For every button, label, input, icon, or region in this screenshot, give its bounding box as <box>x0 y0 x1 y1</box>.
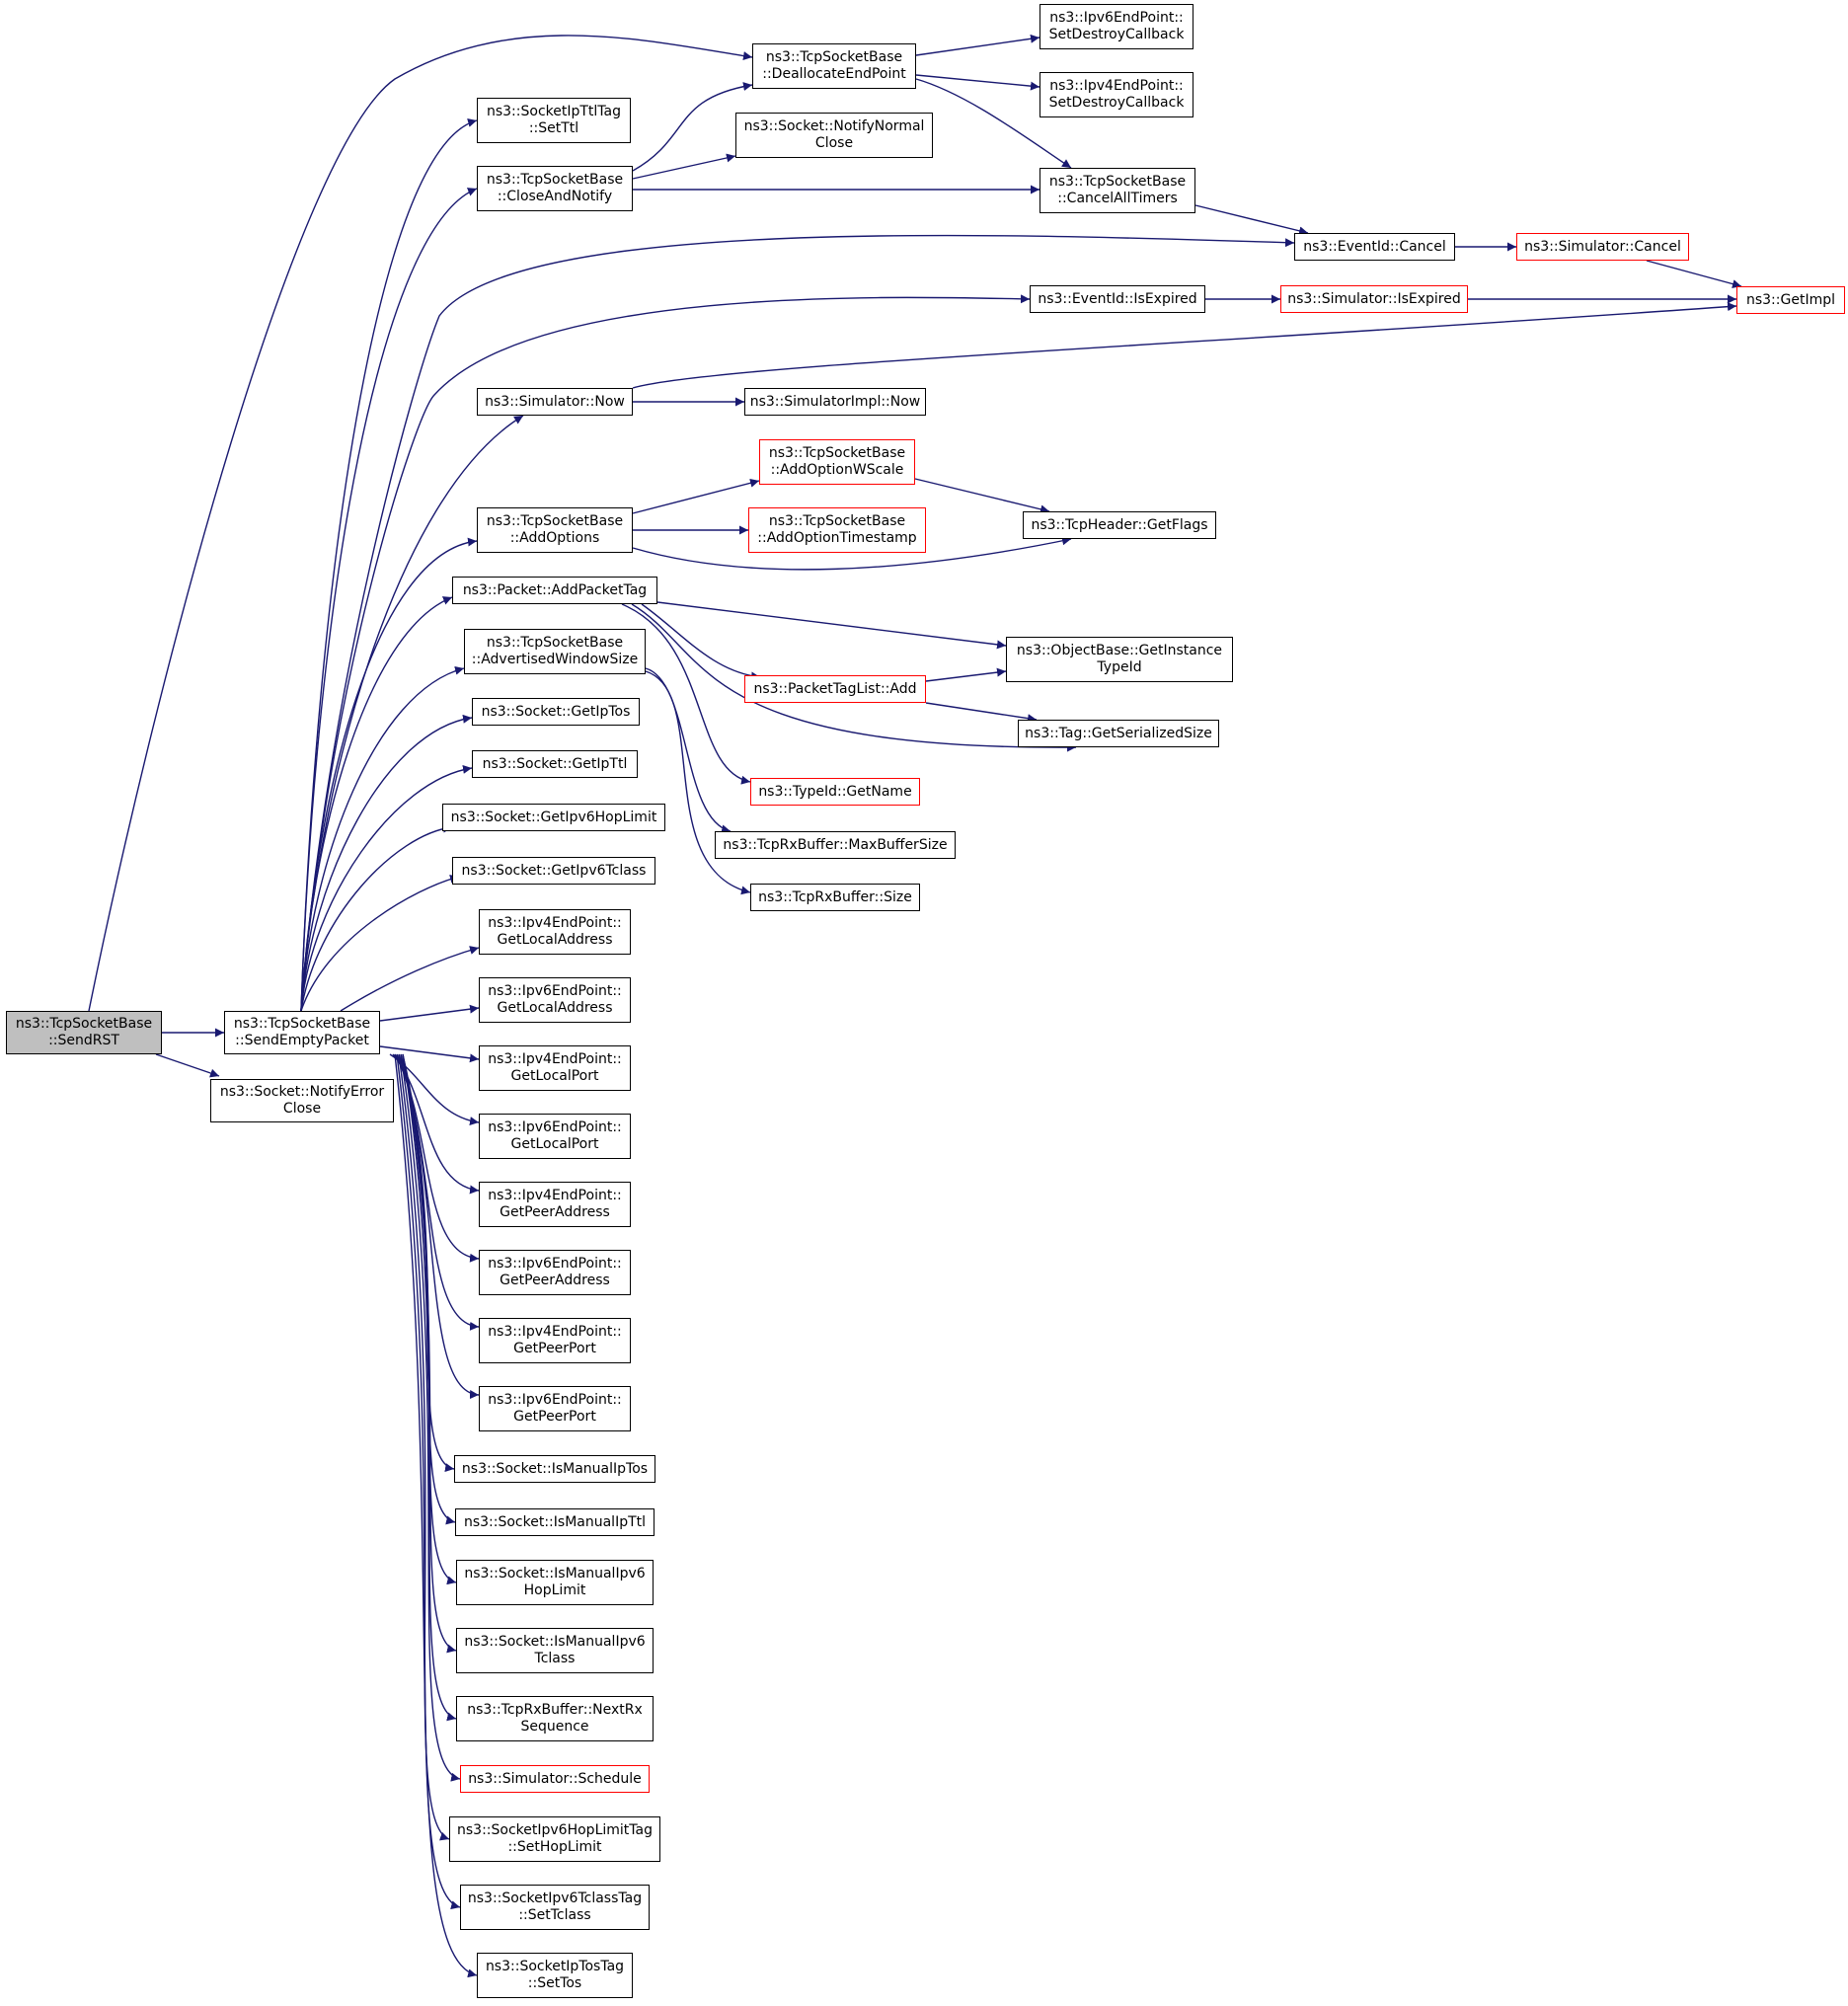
edge-addoptions-getflags <box>632 536 1072 571</box>
node-getipttl[interactable]: ns3::Socket::GetIpTtl <box>472 750 638 778</box>
node-tcpheader-getflags[interactable]: ns3::TcpHeader::GetFlags <box>1023 511 1216 539</box>
node-getimpl[interactable]: ns3::GetImpl <box>1736 286 1845 314</box>
edge-sendemptypacket-settos <box>394 1053 478 1978</box>
node-addoptions[interactable]: ns3::TcpSocketBase::AddOptions <box>477 507 633 553</box>
edge-sendemptypacket-getipv6tclass <box>300 874 460 1012</box>
edge-addoptions-addoptionwscale <box>632 478 760 514</box>
edge-sendemptypacket-ipv6getlocaladdress <box>379 1004 480 1022</box>
edge-addpackettag-typeidgetname <box>621 603 751 785</box>
edge-addpackettag-getserializedsize <box>631 603 1077 752</box>
node-getiptos[interactable]: ns3::Socket::GetIpTos <box>472 698 640 726</box>
edge-sendemptypacket-settclass <box>396 1053 461 1910</box>
edge-deallocateendpoint-ipv4setdestroy <box>915 74 1040 91</box>
edge-sendrst-notifyerrorclose <box>155 1053 220 1078</box>
node-ipv6-getpeeraddress[interactable]: ns3::Ipv6EndPoint::GetPeerAddress <box>479 1250 631 1295</box>
edge-advertisedwindowsize-maxbuffersize <box>645 667 732 834</box>
node-simulator-schedule[interactable]: ns3::Simulator::Schedule <box>460 1765 650 1793</box>
node-simulator-cancel[interactable]: ns3::Simulator::Cancel <box>1516 233 1689 261</box>
node-tag-getserializedsize[interactable]: ns3::Tag::GetSerializedSize <box>1018 720 1219 747</box>
edge-packettaglistadd-getserializedsize <box>925 702 1038 724</box>
edge-advertisedwindowsize-rxbuffersize <box>645 670 751 895</box>
node-ipv6-getpeerport[interactable]: ns3::Ipv6EndPoint::GetPeerPort <box>479 1386 631 1431</box>
edge-sendemptypacket-eventidisexpired <box>300 294 1031 1012</box>
edge-sendemptypacket-simulatorschedule <box>400 1053 461 1782</box>
edge-deallocateendpoint-ipv6setdestroy <box>915 34 1040 56</box>
edge-sendemptypacket-getiptos <box>300 714 473 1012</box>
node-simulatorimpl-now[interactable]: ns3::SimulatorImpl::Now <box>744 388 926 416</box>
node-ipv4-getlocaladdress[interactable]: ns3::Ipv4EndPoint::GetLocalAddress <box>479 909 631 955</box>
edge-sendemptypacket-eventidcancel <box>300 234 1295 1012</box>
node-getipv6hoplimit[interactable]: ns3::Socket::GetIpv6HopLimit <box>442 804 665 831</box>
edge-sendemptypacket-ipv4getlocaladdress <box>340 946 480 1012</box>
edge-simulatornow-getimpl <box>632 302 1737 389</box>
edge-closeandnotify-notifynormalclose <box>632 153 736 180</box>
node-addoptiontimestamp[interactable]: ns3::TcpSocketBase::AddOptionTimestamp <box>748 507 926 553</box>
edge-sendemptypacket-addpackettag <box>300 596 453 1012</box>
node-sendemptypacket[interactable]: ns3::TcpSocketBase::SendEmptyPacket <box>224 1011 380 1054</box>
edge-sendemptypacket-closeandnotify <box>300 188 478 1012</box>
node-advertisedwindowsize[interactable]: ns3::TcpSocketBase::AdvertisedWindowSize <box>464 629 646 674</box>
edge-sendrst-deallocateendpoint <box>88 35 753 1012</box>
node-settos[interactable]: ns3::SocketIpTosTag::SetTos <box>477 1953 633 1998</box>
edge-sendemptypacket-getipv6hoplimit <box>300 823 453 1012</box>
edge-sendemptypacket-getipttl <box>300 764 473 1012</box>
node-eventid-isexpired[interactable]: ns3::EventId::IsExpired <box>1030 285 1205 313</box>
node-typeid-getname[interactable]: ns3::TypeId::GetName <box>750 778 920 806</box>
edge-sendemptypacket-nextrxsequence <box>402 1053 457 1722</box>
node-cancelalltimers[interactable]: ns3::TcpSocketBase::CancelAllTimers <box>1040 168 1195 213</box>
node-rxbuffer-size[interactable]: ns3::TcpRxBuffer::Size <box>750 884 920 911</box>
node-ipv4-getlocalport[interactable]: ns3::Ipv4EndPoint::GetLocalPort <box>479 1045 631 1091</box>
edge-closeandnotify-deallocateendpoint <box>632 82 753 172</box>
node-ismanualipttl[interactable]: ns3::Socket::IsManualIpTtl <box>455 1508 654 1536</box>
node-addoptionwscale[interactable]: ns3::TcpSocketBase::AddOptionWScale <box>759 439 915 485</box>
edge-sendemptypacket-addoptions <box>300 537 478 1012</box>
node-ipv4-getpeeraddress[interactable]: ns3::Ipv4EndPoint::GetPeerAddress <box>479 1182 631 1227</box>
node-packettaglist-add[interactable]: ns3::PacketTagList::Add <box>744 675 926 703</box>
node-getipv6tclass[interactable]: ns3::Socket::GetIpv6Tclass <box>452 857 655 885</box>
node-sethoplimit[interactable]: ns3::SocketIpv6HopLimitTag::SetHopLimit <box>449 1816 660 1862</box>
edge-deallocateendpoint-cancelalltimers <box>915 78 1072 169</box>
node-simulator-now[interactable]: ns3::Simulator::Now <box>477 388 633 416</box>
node-deallocateendpoint[interactable]: ns3::TcpSocketBase::DeallocateEndPoint <box>752 43 916 89</box>
edge-sendemptypacket-ismanualipv6tclass <box>402 1053 457 1654</box>
edge-sendemptypacket-setttl <box>300 118 478 1012</box>
node-simulator-isexpired[interactable]: ns3::Simulator::IsExpired <box>1280 285 1468 313</box>
edge-sendemptypacket-advertisedwindowsize <box>300 665 465 1012</box>
node-ipv4-setdestroycallback[interactable]: ns3::Ipv4EndPoint::SetDestroyCallback <box>1040 72 1194 117</box>
edge-addoptionwscale-getflags <box>914 478 1050 514</box>
node-ipv6-getlocalport[interactable]: ns3::Ipv6EndPoint::GetLocalPort <box>479 1114 631 1159</box>
edge-simulatorcancel-getimpl <box>1646 260 1742 288</box>
node-settclass[interactable]: ns3::SocketIpv6TclassTag::SetTclass <box>460 1885 650 1930</box>
node-eventid-cancel[interactable]: ns3::EventId::Cancel <box>1294 233 1455 261</box>
edge-cancelalltimers-eventidcancel <box>1194 204 1309 236</box>
node-sendrst: ns3::TcpSocketBase::SendRST <box>6 1011 162 1054</box>
node-ismanualiptos[interactable]: ns3::Socket::IsManualIpTos <box>454 1455 655 1483</box>
edge-addpackettag-packettaglistadd <box>641 603 761 681</box>
node-addpackettag[interactable]: ns3::Packet::AddPacketTag <box>452 577 657 604</box>
edge-packettaglistadd-getinstancetypeid <box>925 667 1007 682</box>
node-maxbuffersize[interactable]: ns3::TcpRxBuffer::MaxBufferSize <box>715 831 956 859</box>
node-setttl[interactable]: ns3::SocketIpTtlTag::SetTtl <box>477 98 631 143</box>
edge-sendemptypacket-ipv4getlocalport <box>379 1045 480 1063</box>
node-ipv6-setdestroycallback[interactable]: ns3::Ipv6EndPoint::SetDestroyCallback <box>1040 4 1194 49</box>
node-ipv6-getlocaladdress[interactable]: ns3::Ipv6EndPoint::GetLocalAddress <box>479 977 631 1023</box>
node-ipv4-getpeerport[interactable]: ns3::Ipv4EndPoint::GetPeerPort <box>479 1318 631 1363</box>
edge-addpackettag-getinstancetypeid <box>656 601 1007 650</box>
node-closeandnotify[interactable]: ns3::TcpSocketBase::CloseAndNotify <box>477 166 633 211</box>
